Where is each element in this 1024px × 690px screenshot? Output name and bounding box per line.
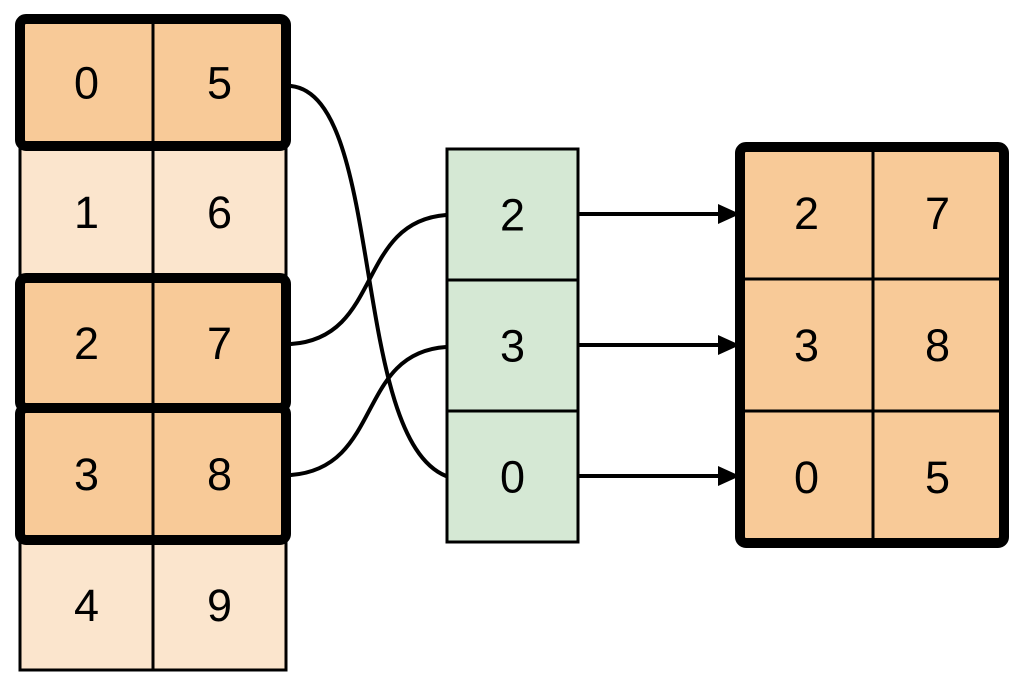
source-cell-r1c1 — [151, 144, 288, 280]
source-table: 0 5 1 6 2 7 3 8 4 9 — [15, 14, 291, 672]
highlight-outline-row0 — [15, 14, 291, 151]
source-value-r0c1: 5 — [207, 57, 232, 108]
source-cell-r3c1 — [151, 406, 288, 542]
index-value-2: 0 — [500, 451, 525, 502]
highlight-outline-row3 — [15, 403, 291, 545]
source-value-r1c1: 6 — [207, 187, 232, 238]
source-value-r2c1: 7 — [207, 318, 232, 369]
index-cell-1 — [445, 278, 580, 413]
output-value-r0c0: 2 — [794, 188, 819, 239]
index-cell-2 — [445, 409, 580, 544]
index-value-0: 2 — [500, 189, 525, 240]
edge-source-row0-to-index-0 — [289, 84, 448, 478]
output-table: 2 7 3 8 0 5 — [735, 142, 1009, 548]
output-value-r2c0: 0 — [794, 452, 819, 503]
source-cell-r4c1 — [151, 538, 288, 672]
source-value-r1c0: 1 — [74, 187, 99, 238]
index-cell-0 — [445, 147, 580, 282]
source-value-r4c1: 9 — [207, 580, 232, 631]
output-value-r1c0: 3 — [794, 320, 819, 371]
output-cell-r1c0 — [738, 277, 875, 413]
output-cell-r1c1 — [871, 277, 1006, 413]
source-value-r2c0: 2 — [74, 318, 99, 369]
curve-edges — [289, 84, 448, 478]
arrow-head-index3-to-output1 — [718, 335, 740, 355]
edge-source-row3-to-index-3 — [289, 345, 448, 477]
source-cell-r4c0 — [18, 538, 155, 672]
source-cell-r2c1 — [151, 276, 288, 410]
output-table-outline — [735, 142, 1009, 548]
edge-source-row2-to-index-2 — [289, 213, 448, 346]
source-value-r3c1: 8 — [207, 449, 232, 500]
source-value-r3c0: 3 — [74, 449, 99, 500]
source-cell-r0c0 — [18, 17, 155, 148]
output-value-r0c1: 7 — [925, 188, 950, 239]
source-value-r0c0: 0 — [74, 57, 99, 108]
output-value-r1c1: 8 — [925, 320, 950, 371]
source-cell-r0c1 — [151, 17, 288, 148]
output-value-r2c1: 5 — [925, 452, 950, 503]
index-value-1: 3 — [500, 320, 525, 371]
arrow-head-index2-to-output0 — [718, 204, 740, 224]
index-column: 2 3 0 — [445, 147, 580, 544]
arrow-edges — [578, 204, 740, 486]
source-value-r4c0: 4 — [74, 580, 99, 631]
arrow-head-index0-to-output2 — [718, 466, 740, 486]
